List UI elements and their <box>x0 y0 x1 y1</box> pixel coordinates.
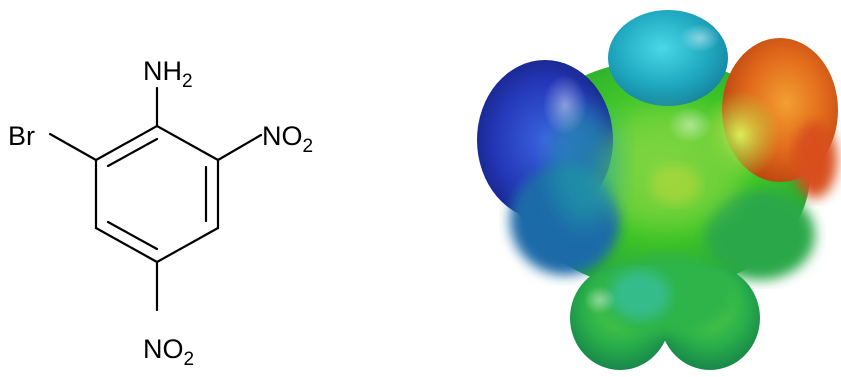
esp-shine-bottom <box>584 286 616 314</box>
esp-lobe-lower-right <box>705 190 815 280</box>
esp-shine-top <box>680 24 720 52</box>
structural-formula: NH2 Br NO2 NO2 <box>8 56 313 370</box>
ring-bond-top-right <box>155 124 220 162</box>
double-bond-inner-top-left <box>106 137 159 168</box>
esp-center-yellow <box>650 165 700 205</box>
ring-bond-top-left <box>94 124 159 162</box>
bromo-label: Br <box>8 121 35 151</box>
amino-label: NH2 <box>143 56 193 92</box>
esp-bottom-cyan-tint <box>610 270 670 320</box>
bond-to-bromo <box>48 132 98 162</box>
nitro-bottom-label: NO2 <box>143 334 194 370</box>
esp-lobe-top <box>608 10 728 106</box>
nitro-right-label: NO2 <box>262 121 313 157</box>
bond-to-nitro-right <box>216 133 263 162</box>
esp-shine-center <box>668 107 712 143</box>
esp-lobe-right-tip <box>793 122 837 198</box>
electrostatic-potential-map <box>477 10 838 370</box>
esp-teal-band <box>550 105 620 225</box>
ring-bond-bottom-left <box>94 226 159 264</box>
esp-shine-left <box>543 75 587 135</box>
double-bond-inner-bottom-left <box>106 220 159 251</box>
ring-bond-bottom-right <box>155 226 220 264</box>
